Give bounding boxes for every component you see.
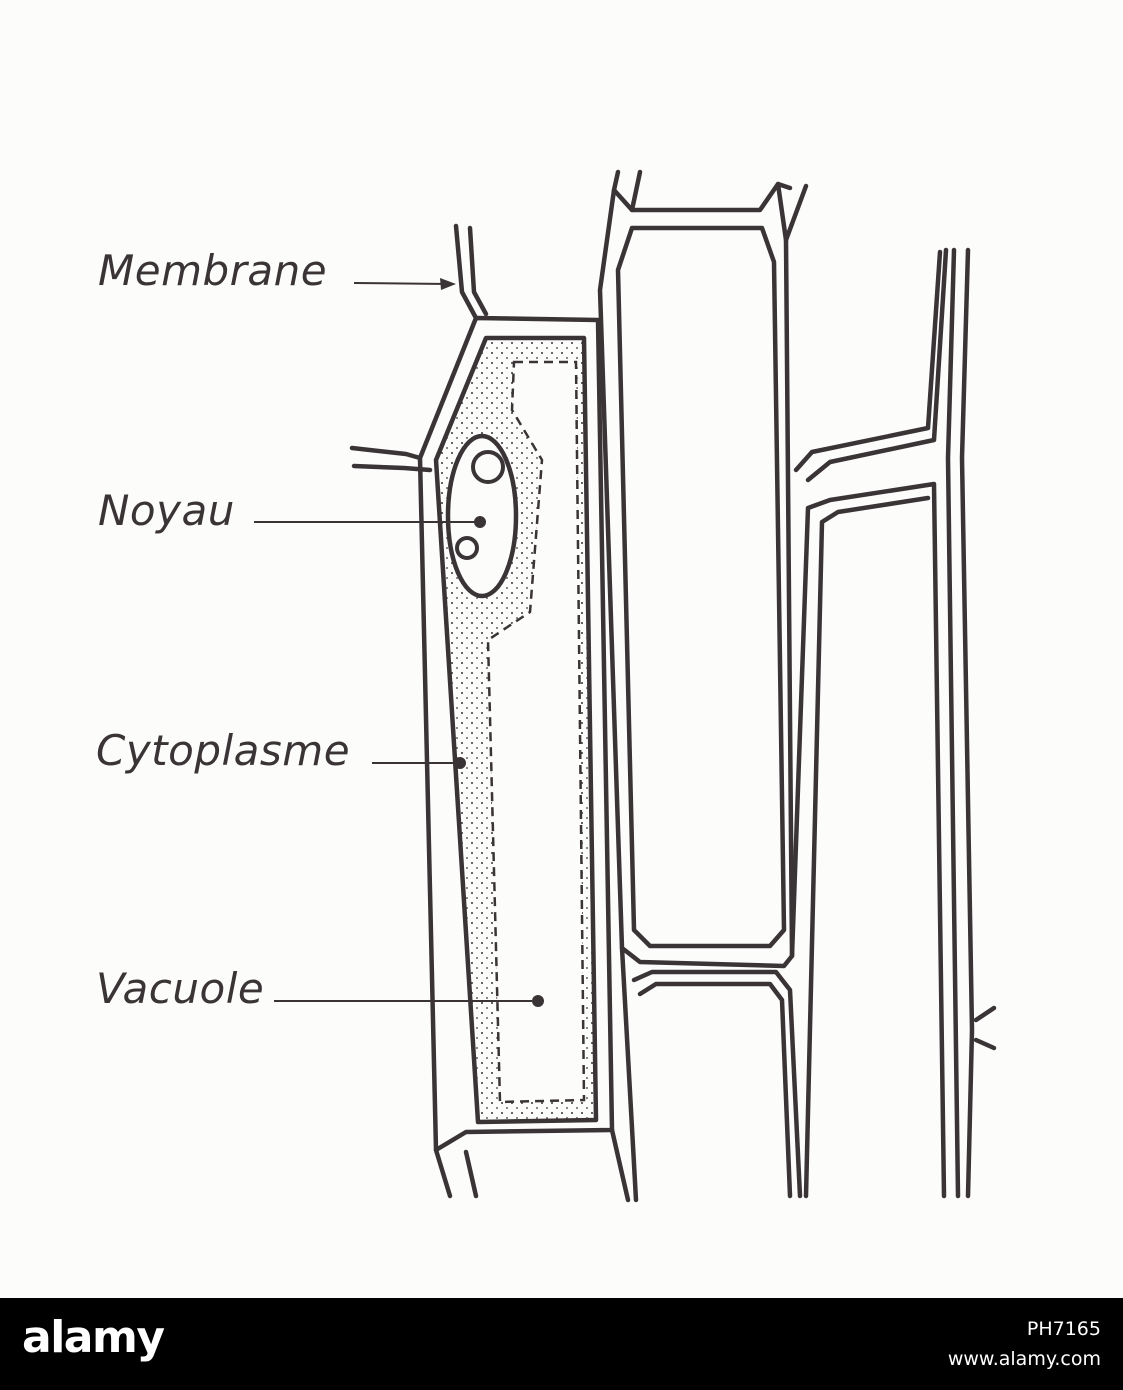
nucleolus-small [455, 536, 479, 560]
cell2-top-d [783, 183, 809, 243]
cell3-left-2 [619, 945, 639, 1203]
cell2-top-c [775, 181, 793, 191]
plant-cell-diagram: Membrane Noyau Cytoplasme Vacuole [96, 169, 997, 1203]
label-vacuole: Vacuole [96, 964, 265, 1013]
cell4-left-2 [803, 495, 931, 1199]
cell-drawing [254, 169, 997, 1203]
cell2-outer [597, 181, 795, 969]
wall-branch-left [349, 445, 423, 461]
wall-branch-bottom-2 [463, 1149, 479, 1199]
watermark-bar: alamy PH7165 www.alamy.com [0, 1298, 1123, 1390]
cytoplasme-dot [454, 757, 466, 769]
wall-branch-top-left [453, 223, 479, 321]
cell2-inner [615, 225, 787, 949]
membrane-leader [353, 282, 449, 285]
wall-branch-top-left-2 [467, 225, 489, 317]
cell4-right-2 [959, 247, 975, 1199]
watermark-url-text: www.alamy.com [947, 1348, 1101, 1370]
cell2-top-a [611, 169, 621, 193]
alamy-logo: alamy [22, 1312, 165, 1363]
label-noyau: Noyau [98, 486, 235, 535]
noyau-dot [474, 516, 486, 528]
cell2-top-b [629, 169, 643, 213]
nucleolus-large [471, 450, 505, 484]
wall-branch-left-2 [351, 463, 433, 473]
vacuole-dot [532, 995, 544, 1007]
cell4-upper [805, 247, 949, 483]
vacuole-outline [486, 360, 586, 1104]
cell4-right [945, 247, 961, 1199]
cell4-right-3 [973, 1005, 997, 1023]
cell4-upper-2 [793, 249, 943, 473]
label-membrane: Membrane [98, 246, 328, 295]
cell3-outer [631, 969, 803, 1199]
cell3-left [609, 1127, 631, 1203]
image-id-text: PH7165 [1026, 1318, 1101, 1340]
label-cytoplasme: Cytoplasme [96, 726, 351, 775]
cell3-inner [637, 981, 793, 1199]
cell4-left [789, 481, 947, 1199]
membrane-arrowhead [440, 278, 456, 290]
cell4-right-4 [973, 1037, 997, 1051]
wall-branch-bottom [433, 1147, 453, 1199]
